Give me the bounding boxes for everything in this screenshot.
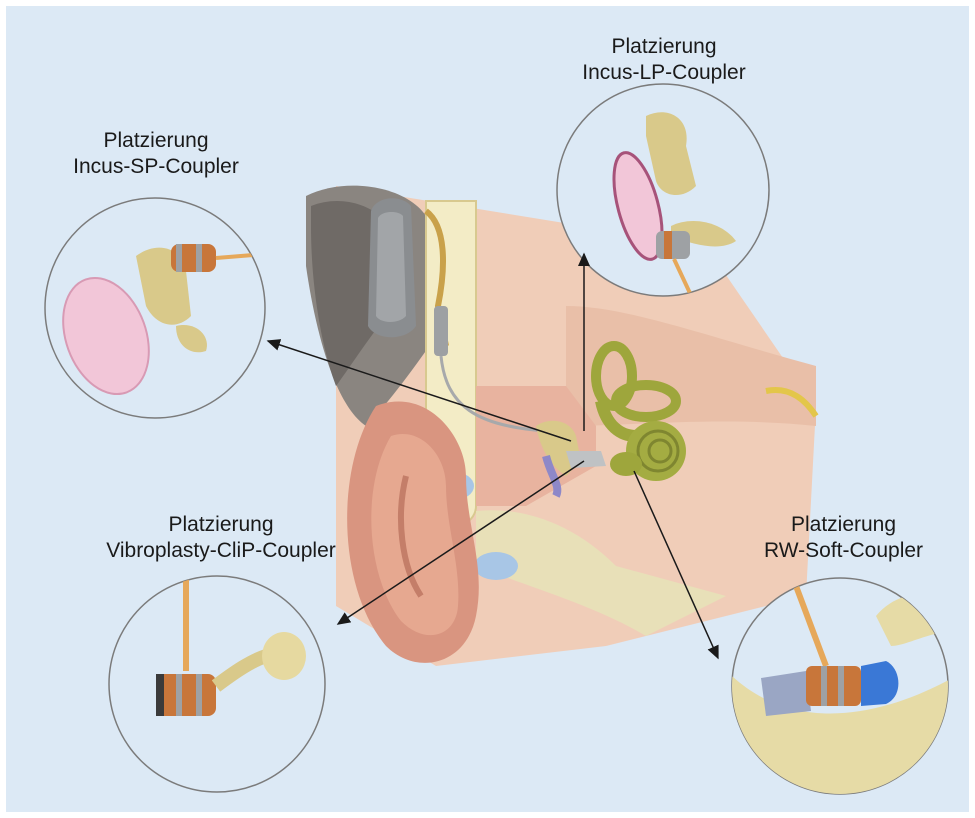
figure-panel: Platzierung Incus-SP-Coupler Platzierung… xyxy=(6,6,969,812)
label-rw-soft-line1: Platzierung xyxy=(751,512,936,538)
label-incus-lp-line2: Incus-LP-Coupler xyxy=(574,60,754,86)
label-incus-sp: Platzierung Incus-SP-Coupler xyxy=(66,128,246,180)
label-incus-sp-line2: Incus-SP-Coupler xyxy=(66,154,246,180)
zoom-circle-incus-sp xyxy=(45,198,266,418)
zoom-circle-vibroplasty xyxy=(109,576,325,792)
label-incus-lp-line1: Platzierung xyxy=(574,34,754,60)
label-vibroplasty: Platzierung Vibroplasty-CliP-Coupler xyxy=(86,512,356,564)
label-vibroplasty-line2: Vibroplasty-CliP-Coupler xyxy=(86,538,356,564)
ear-anatomy-illustration xyxy=(6,6,969,812)
label-vibroplasty-line1: Platzierung xyxy=(86,512,356,538)
label-rw-soft-line2: RW-Soft-Coupler xyxy=(751,538,936,564)
label-rw-soft: Platzierung RW-Soft-Coupler xyxy=(751,512,936,564)
zoom-circle-rw-soft xyxy=(732,578,956,806)
label-incus-sp-line1: Platzierung xyxy=(66,128,246,154)
label-incus-lp: Platzierung Incus-LP-Coupler xyxy=(574,34,754,86)
